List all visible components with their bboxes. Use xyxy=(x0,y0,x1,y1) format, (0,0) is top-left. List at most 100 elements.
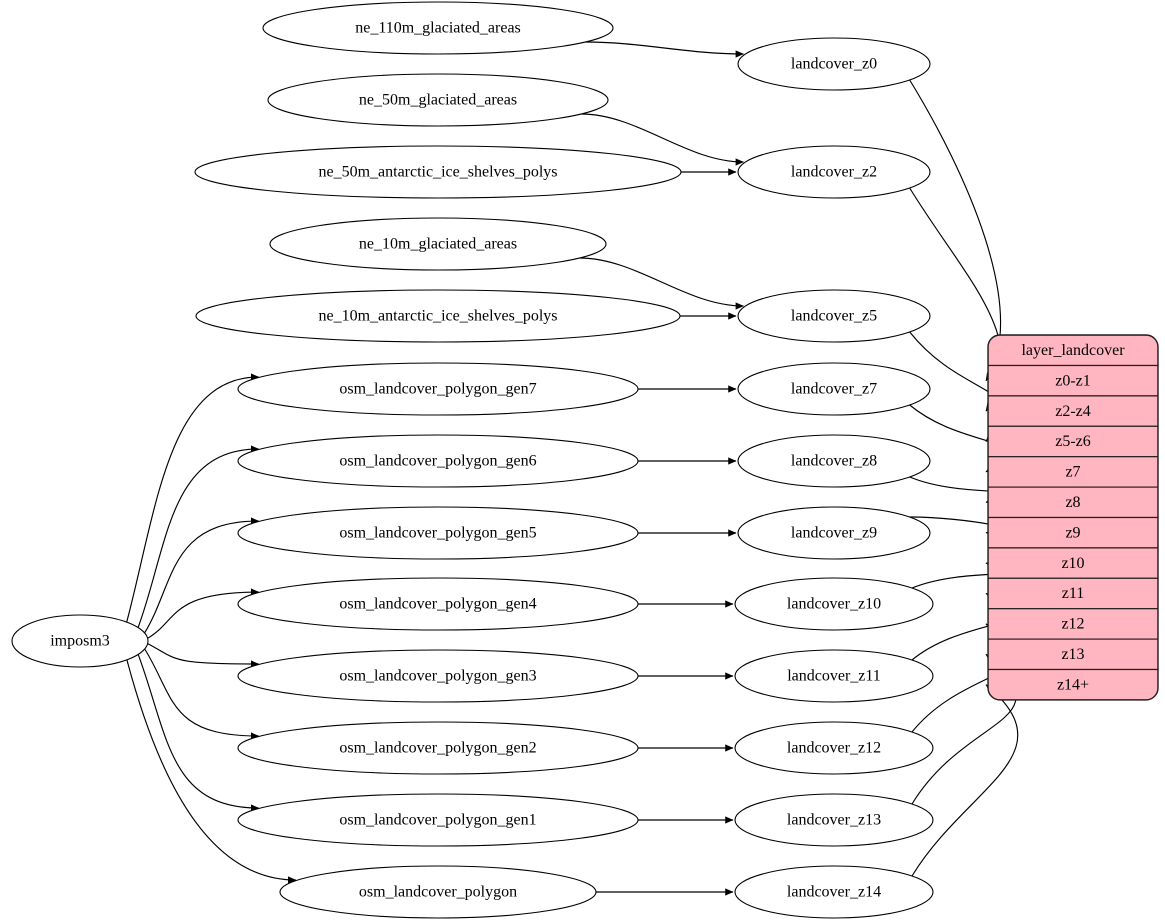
node-ne-110m-glaciated-areas[interactable]: ne_110m_glaciated_areas xyxy=(262,1,614,55)
node-shape xyxy=(737,506,931,560)
node-shape xyxy=(269,217,607,271)
node-shape xyxy=(11,614,149,668)
table-row-z5-z6[interactable] xyxy=(988,425,1158,458)
edge-imposm3-to-osm-landcover-polygon-gen6 xyxy=(137,445,260,628)
node-label: landcover_z12 xyxy=(787,740,881,757)
node-osm-landcover-polygon-gen7[interactable]: osm_landcover_polygon_gen7 xyxy=(237,362,639,416)
node-shape xyxy=(195,289,681,343)
table-row-label: z11 xyxy=(1062,585,1085,602)
node-shape xyxy=(734,649,934,703)
node-osm-landcover-polygon-gen1[interactable]: osm_landcover_polygon_gen1 xyxy=(237,793,639,847)
node-ne-50m-glaciated-areas[interactable]: ne_50m_glaciated_areas xyxy=(267,73,609,127)
node-shape xyxy=(737,362,931,416)
node-label: landcover_z2 xyxy=(791,164,877,181)
node-label: osm_landcover_polygon_gen3 xyxy=(339,668,536,685)
node-landcover-z8[interactable]: landcover_z8 xyxy=(737,434,931,488)
node-shape xyxy=(279,865,597,919)
node-shape xyxy=(262,1,614,55)
node-ne-10m-antarctic-ice-shelves-polys[interactable]: ne_10m_antarctic_ice_shelves_polys xyxy=(195,289,681,343)
node-shape xyxy=(737,289,931,343)
edge-imposm3-to-osm-landcover-polygon-gen2 xyxy=(144,648,260,740)
node-shape xyxy=(737,37,931,91)
node-label: landcover_z0 xyxy=(791,56,877,73)
node-shape xyxy=(734,793,934,847)
node-osm-landcover-polygon-gen5[interactable]: osm_landcover_polygon_gen5 xyxy=(237,506,639,560)
node-label: landcover_z8 xyxy=(791,453,877,470)
edge-landcover-z0-to-layer-landcover-z0-z1 xyxy=(909,79,1001,382)
node-landcover-z2[interactable]: landcover_z2 xyxy=(737,145,931,199)
table-row-label: z9 xyxy=(1065,524,1080,541)
node-ne-10m-glaciated-areas[interactable]: ne_10m_glaciated_areas xyxy=(269,217,607,271)
node-shape xyxy=(734,721,934,775)
table-row-z13[interactable] xyxy=(988,638,1158,671)
table-row-label: z13 xyxy=(1061,646,1084,663)
node-shape xyxy=(737,434,931,488)
node-shape xyxy=(237,721,639,775)
node-landcover-z9[interactable]: landcover_z9 xyxy=(737,506,931,560)
edge-ne-110m-glaciated-areas-to-landcover-z0 xyxy=(585,41,744,58)
edge-imposm3-to-osm-landcover-polygon-gen1 xyxy=(137,654,260,812)
node-label: osm_landcover_polygon_gen4 xyxy=(339,596,536,613)
node-label: osm_landcover_polygon_gen1 xyxy=(339,812,536,829)
table-row-z14[interactable] xyxy=(988,668,1158,700)
edge-landcover-z14-to-layer-landcover-z14 xyxy=(911,684,1019,877)
node-landcover-z5[interactable]: landcover_z5 xyxy=(737,289,931,343)
node-label: ne_110m_glaciated_areas xyxy=(355,20,521,37)
node-imposm3[interactable]: imposm3 xyxy=(11,614,149,668)
node-label: osm_landcover_polygon_gen2 xyxy=(339,740,536,757)
node-shape xyxy=(734,577,934,631)
node-shape xyxy=(267,73,609,127)
nodes-layer: imposm3 ne_110m_glaciated_areas ne_50m_gla… xyxy=(11,1,934,919)
node-landcover-z0[interactable]: landcover_z0 xyxy=(737,37,931,91)
node-label: landcover_z13 xyxy=(787,812,881,829)
node-landcover-z14[interactable]: landcover_z14 xyxy=(734,865,934,919)
table-row-z2-z4[interactable] xyxy=(988,395,1158,427)
table-outline xyxy=(987,334,1159,701)
table-row-z7[interactable] xyxy=(988,456,1158,488)
table-row-z11[interactable] xyxy=(988,577,1158,610)
node-label: landcover_z9 xyxy=(791,525,877,542)
node-label: osm_landcover_polygon_gen6 xyxy=(339,453,536,470)
node-landcover-z7[interactable]: landcover_z7 xyxy=(737,362,931,416)
table-row-z10[interactable] xyxy=(988,547,1158,579)
node-label: osm_landcover_polygon_gen5 xyxy=(339,525,536,542)
table-row-label: z14+ xyxy=(1057,676,1089,693)
table-row-label: z2-z4 xyxy=(1055,403,1091,420)
table-row-label: z8 xyxy=(1065,494,1080,511)
node-label: landcover_z5 xyxy=(791,308,877,325)
node-shape xyxy=(237,577,639,631)
node-osm-landcover-polygon-gen6[interactable]: osm_landcover_polygon_gen6 xyxy=(237,434,639,488)
node-label: imposm3 xyxy=(50,633,110,650)
node-landcover-z11[interactable]: landcover_z11 xyxy=(734,649,934,703)
node-shape xyxy=(237,793,639,847)
edge-ne-10m-glaciated-areas-to-landcover-z5 xyxy=(579,257,744,310)
edge-imposm3-to-osm-landcover-polygon-gen5 xyxy=(144,517,260,634)
node-landcover-z13[interactable]: landcover_z13 xyxy=(734,793,934,847)
node-label: landcover_z7 xyxy=(791,381,877,398)
table-header-label: layer_landcover xyxy=(1021,342,1125,359)
layer-landcover-table[interactable]: layer_landcoverz0-z1z2-z4z5-z6z7z8z9z10z… xyxy=(987,334,1159,701)
node-label: landcover_z14 xyxy=(787,884,881,901)
table-row-label: z10 xyxy=(1061,555,1084,572)
node-shape xyxy=(734,865,934,919)
table-row-label: z12 xyxy=(1061,616,1084,633)
node-label: ne_10m_antarctic_ice_shelves_polys xyxy=(318,308,557,325)
node-label: osm_landcover_polygon_gen7 xyxy=(339,381,536,398)
node-osm-landcover-polygon[interactable]: osm_landcover_polygon xyxy=(279,865,597,919)
node-osm-landcover-polygon-gen3[interactable]: osm_landcover_polygon_gen3 xyxy=(237,649,639,703)
table-row-z9[interactable] xyxy=(988,516,1158,549)
node-osm-landcover-polygon-gen2[interactable]: osm_landcover_polygon_gen2 xyxy=(237,721,639,775)
table-row-label: z5-z6 xyxy=(1055,433,1091,450)
node-landcover-z12[interactable]: landcover_z12 xyxy=(734,721,934,775)
node-shape xyxy=(237,362,639,416)
node-label: ne_50m_antarctic_ice_shelves_polys xyxy=(318,164,557,181)
node-label: ne_50m_glaciated_areas xyxy=(359,92,517,109)
node-label: osm_landcover_polygon xyxy=(359,884,517,901)
node-landcover-z10[interactable]: landcover_z10 xyxy=(734,577,934,631)
edge-imposm3-to-osm-landcover-polygon-gen7 xyxy=(126,373,260,623)
node-ne-50m-antarctic-ice-shelves-polys[interactable]: ne_50m_antarctic_ice_shelves_polys xyxy=(194,145,682,199)
edge-imposm3-to-osm-landcover-polygon-gen4 xyxy=(147,588,260,639)
node-osm-landcover-polygon-gen4[interactable]: osm_landcover_polygon_gen4 xyxy=(237,577,639,631)
node-shape xyxy=(737,145,931,199)
